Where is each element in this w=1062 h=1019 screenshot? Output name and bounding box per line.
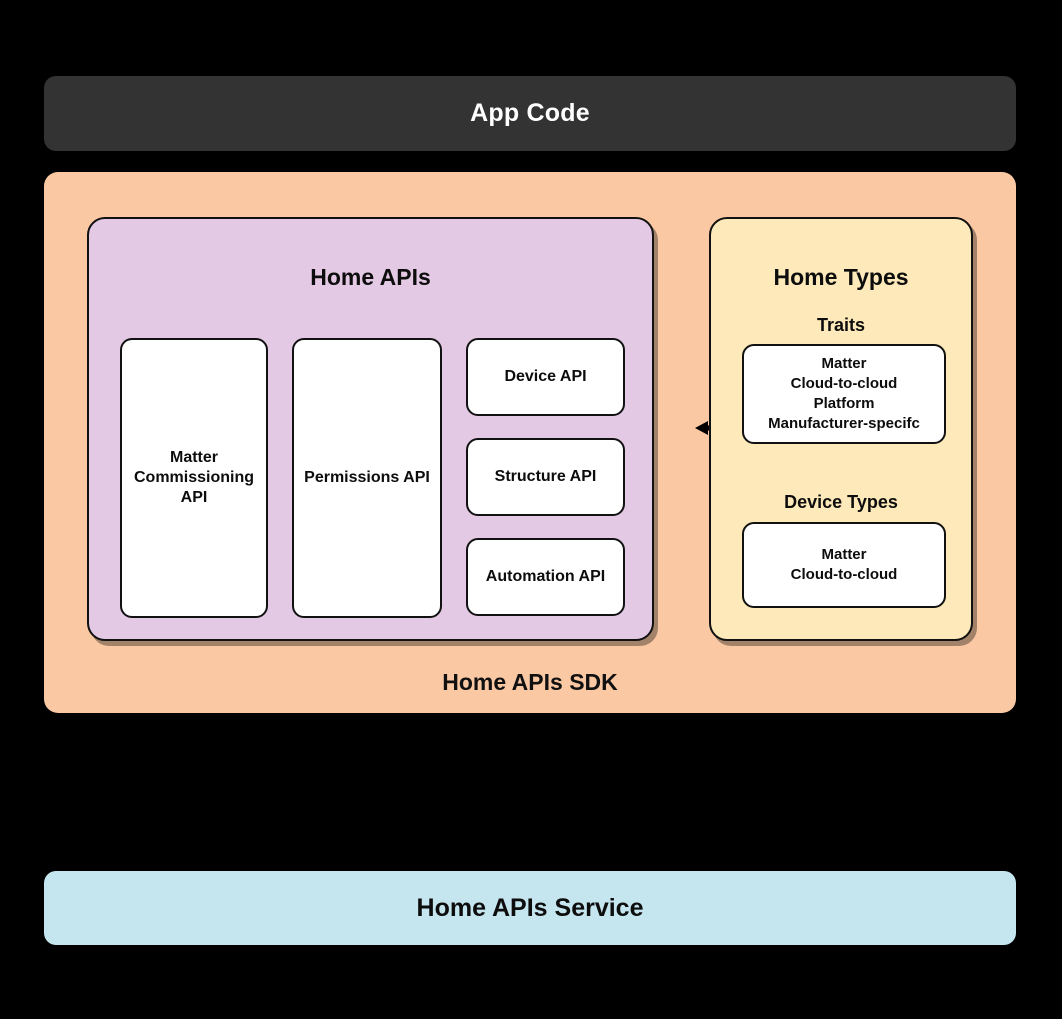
home-apis-title: Home APIs bbox=[310, 264, 431, 290]
permissions-api-label: Permissions API bbox=[304, 468, 430, 486]
traits-item-matter: Matter bbox=[821, 354, 867, 372]
traits-heading: Traits bbox=[816, 315, 866, 335]
home-apis-service-bar: Home APIs Service bbox=[44, 871, 1016, 945]
structure-api-label: Structure API bbox=[494, 467, 597, 485]
structure-api-box: Structure API bbox=[466, 438, 625, 516]
home-apis-sdk-label: Home APIs SDK bbox=[442, 669, 618, 695]
device-types-box: Matter Cloud-to-cloud bbox=[742, 522, 946, 608]
traits-item-platform: Platform bbox=[813, 395, 875, 412]
app-code-bar: App Code bbox=[44, 76, 1016, 151]
automation-api-box: Automation API bbox=[466, 538, 625, 616]
home-apis-box-group: Matter Commissioning API Permissions API… bbox=[120, 338, 625, 618]
app-code-label: App Code bbox=[470, 99, 590, 127]
automation-api-label: Automation API bbox=[485, 567, 606, 585]
home-types-title: Home Types bbox=[773, 264, 909, 290]
home-types-panel: Home Types Traits Matter Cloud-to-cloud … bbox=[709, 217, 973, 641]
permissions-api-box: Permissions API bbox=[292, 338, 442, 618]
device-types-heading: Device Types bbox=[784, 492, 898, 512]
matter-commissioning-line-2: Commissioning bbox=[133, 468, 254, 486]
device-api-label: Device API bbox=[504, 367, 587, 385]
device-types-item-cloud-to-cloud: Cloud-to-cloud bbox=[790, 566, 898, 583]
device-types-item-matter: Matter bbox=[821, 545, 867, 563]
matter-commissioning-line-1: Matter bbox=[169, 448, 218, 466]
api-stack-group: Device API Structure API Automation API bbox=[466, 338, 625, 618]
matter-commissioning-api-label: Matter Commissioning API bbox=[134, 448, 254, 509]
home-apis-service-label: Home APIs Service bbox=[416, 893, 644, 922]
matter-commissioning-line-3: API bbox=[180, 489, 208, 507]
device-api-box: Device API bbox=[466, 338, 625, 416]
home-apis-sdk-container: Home APIs Matter Commissioning API Permi… bbox=[44, 172, 1016, 713]
traits-item-cloud-to-cloud: Cloud-to-cloud bbox=[790, 374, 898, 392]
traits-box: Matter Cloud-to-cloud Platform Manufactu… bbox=[742, 344, 946, 444]
traits-item-manufacturer-specific: Manufacturer-specifc bbox=[768, 415, 920, 433]
home-apis-panel: Home APIs Matter Commissioning API Permi… bbox=[87, 217, 654, 641]
matter-commissioning-api-box: Matter Commissioning API bbox=[120, 338, 268, 618]
